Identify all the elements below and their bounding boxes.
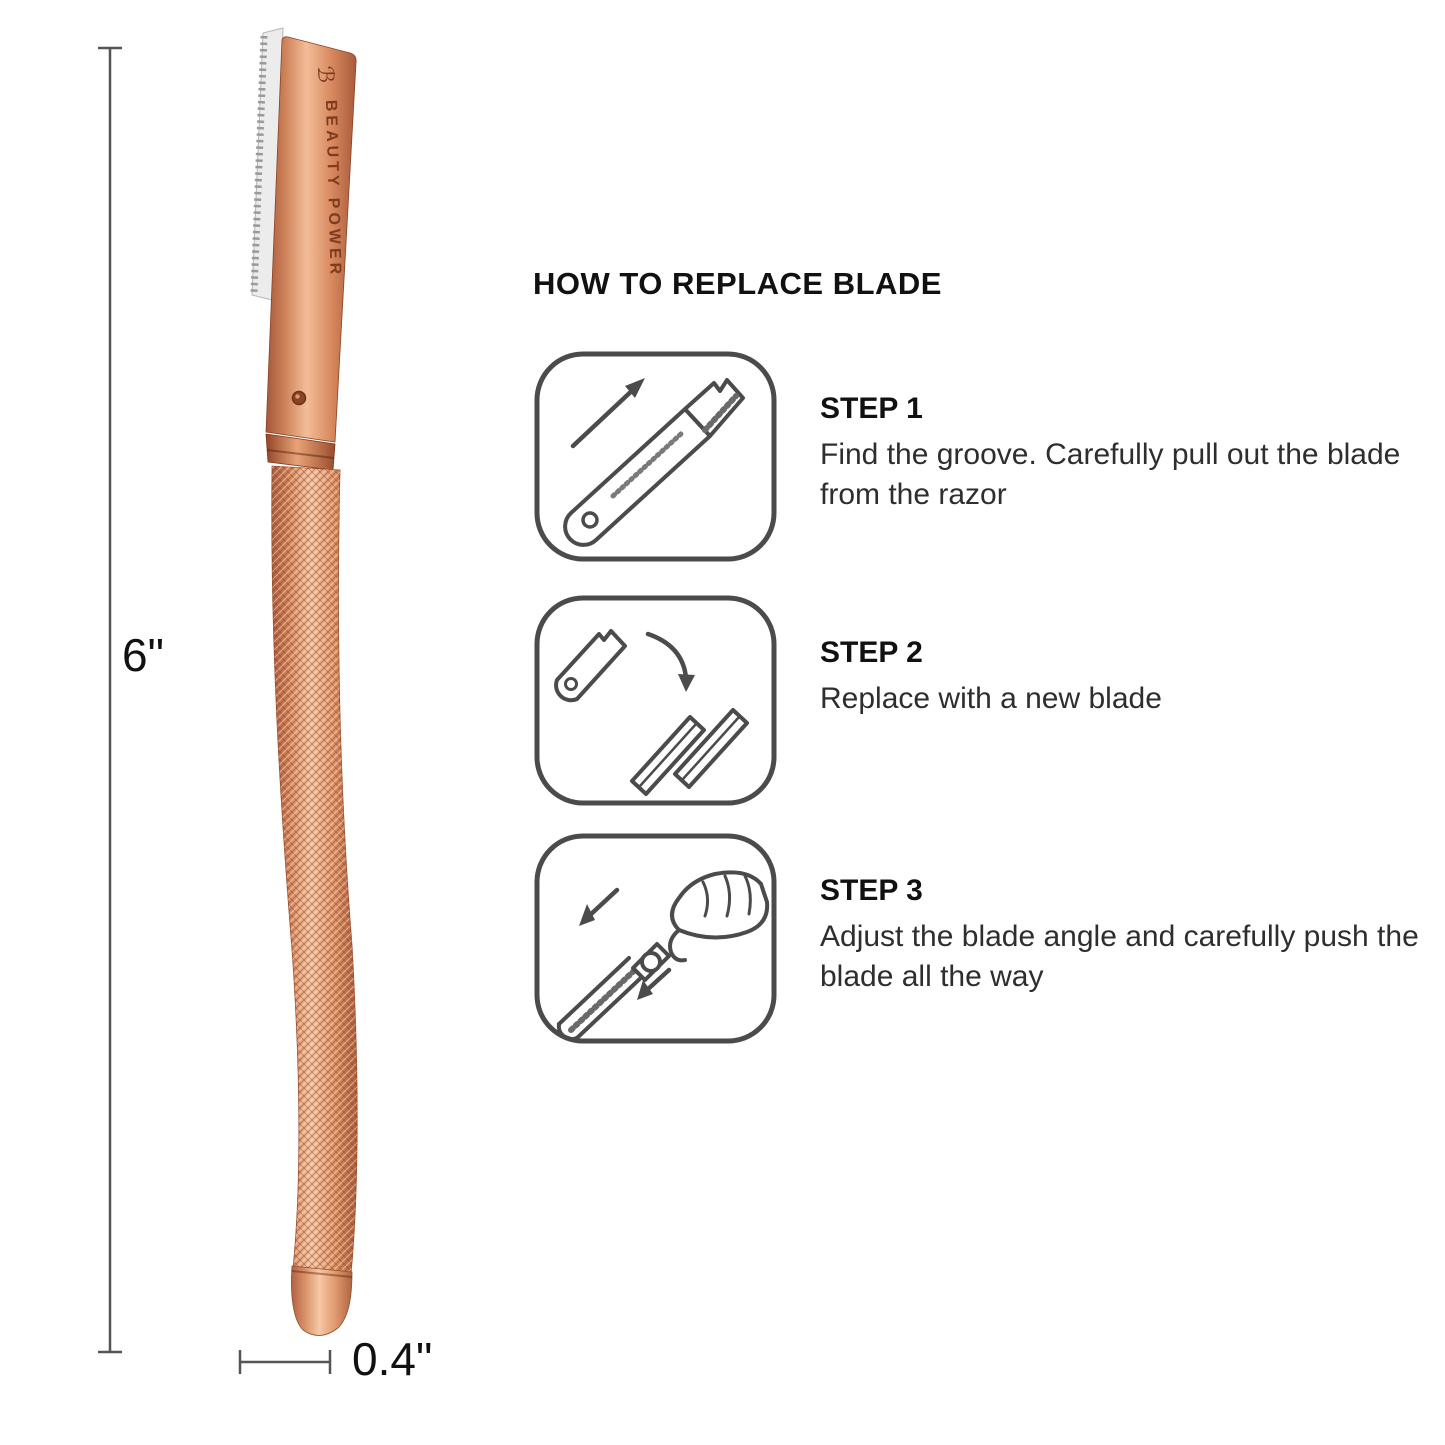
dimension-line-width — [238, 1350, 332, 1374]
step-text: STEP 2 Replace with a new blade — [820, 594, 1435, 719]
step-row-2: STEP 2 Replace with a new blade — [533, 594, 1435, 807]
pull-blade-icon — [533, 350, 778, 563]
handle-end-cap — [291, 1265, 353, 1336]
pivot-screw-highlight — [295, 394, 300, 399]
instructions-title: HOW TO REPLACE BLADE — [533, 266, 942, 301]
step-label: STEP 3 — [820, 874, 923, 907]
height-label: 6" — [122, 629, 164, 681]
width-label: 0.4" — [352, 1333, 433, 1385]
step-text: STEP 1 Find the groove. Carefully pull o… — [820, 350, 1435, 514]
new-blade-icon — [533, 594, 778, 807]
razor-head: ℬ BEAUTY POWER — [265, 36, 357, 443]
collar-ring — [266, 449, 335, 459]
razor-illustration: ℬ BEAUTY POWER — [98, 27, 358, 1374]
brand-logo-icon: ℬ — [313, 65, 338, 83]
step-text: STEP 3 Adjust the blade angle and carefu… — [820, 832, 1435, 996]
step-row-1: STEP 1 Find the groove. Carefully pull o… — [533, 350, 1435, 563]
step-description: Replace with a new blade — [820, 682, 1162, 715]
razor-handle — [271, 465, 358, 1275]
dimension-line-height — [98, 46, 122, 1354]
brand-text: BEAUTY POWER — [322, 100, 344, 279]
push-blade-icon — [533, 832, 778, 1045]
step-row-3: STEP 3 Adjust the blade angle and carefu… — [533, 832, 1435, 1045]
step-description: Find the groove. Carefully pull out the … — [820, 438, 1401, 511]
step-label: STEP 2 — [820, 636, 923, 669]
step-description: Adjust the blade angle and carefully pus… — [820, 920, 1419, 993]
step-label: STEP 1 — [820, 392, 923, 425]
